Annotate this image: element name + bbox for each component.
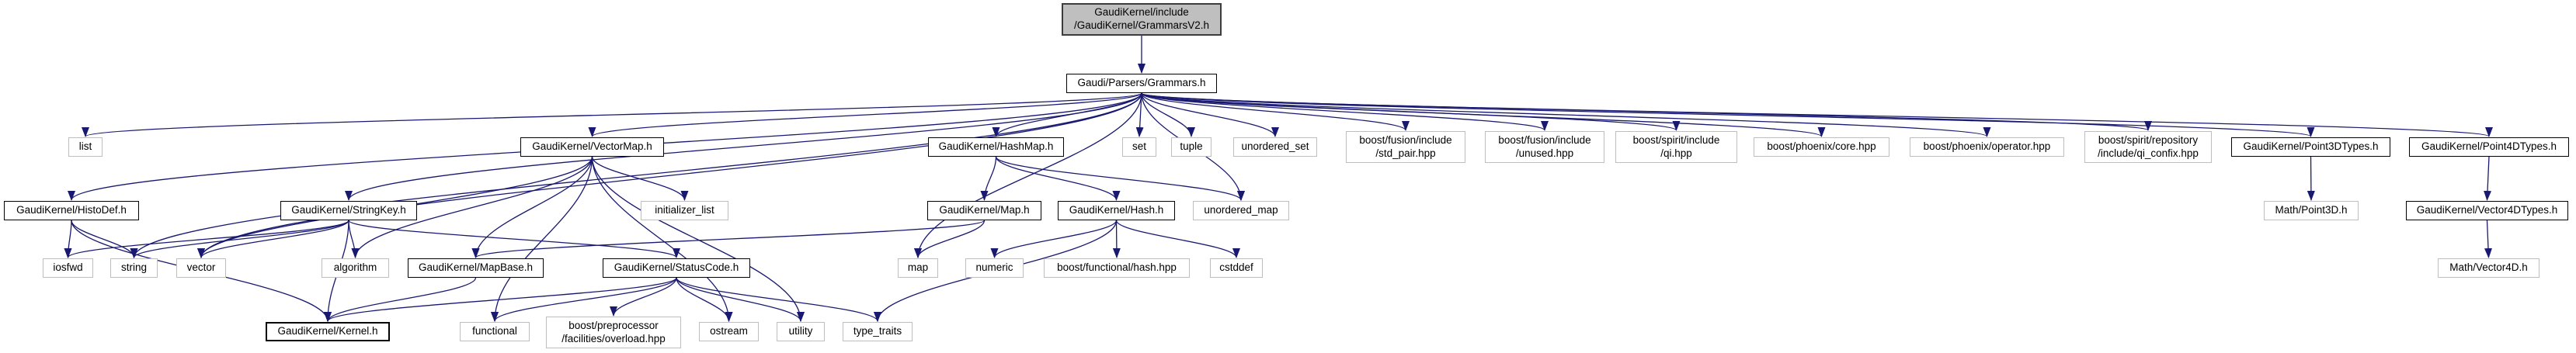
node-list: list — [68, 137, 103, 157]
edge-hashmap-h-to-map-h — [980, 156, 997, 201]
node-vector: vector — [176, 258, 226, 278]
edge-grammars-h-to-unordered-set — [1141, 92, 1279, 137]
edge-grammars-h-to-unused-hpp — [1141, 92, 1549, 131]
node-overload-hpp: boost/preprocessor /facilities/overload.… — [546, 317, 681, 348]
edge-vectormap-h-to-initializer-list — [591, 156, 689, 201]
node-qi-confix-hpp: boost/spirit/repository /include/qi_conf… — [2084, 131, 2212, 163]
edge-hashmap-h-to-unordered-map — [995, 156, 1245, 201]
edge-point3dtypes-h-to-math-point3d-h — [2307, 156, 2315, 201]
edge-stringkey-h-to-iosfwd — [64, 220, 349, 258]
node-math-vector4d-h: Math/Vector4D.h — [2438, 258, 2539, 278]
edge-statuscode-h-to-ostream — [676, 277, 733, 322]
edge-map-h-to-map — [914, 220, 986, 258]
node-map-h[interactable]: GaudiKernel/Map.h — [927, 201, 1041, 220]
node-ostream: ostream — [699, 322, 759, 341]
node-initializer-list: initializer_list — [641, 201, 728, 220]
edge-grammars-h-to-string — [130, 92, 1142, 258]
edge-grammars-h-to-set — [1135, 92, 1144, 137]
edge-statuscode-h-to-utility — [676, 277, 805, 322]
node-point4dtypes-h[interactable]: GaudiKernel/Point4DTypes.h — [2409, 137, 2569, 157]
edge-vectormap-h-to-utility — [591, 156, 805, 322]
edge-grammars-h-to-vector — [197, 92, 1142, 258]
node-vectormap-h[interactable]: GaudiKernel/VectorMap.h — [520, 137, 664, 157]
edge-hash-h-to-functional-hash-hpp — [1112, 220, 1121, 258]
node-tuple: tuple — [1171, 137, 1212, 157]
edge-vector4dtypes-h-to-math-vector4d-h — [2484, 220, 2492, 258]
edge-grammars-h-to-map — [914, 92, 1142, 258]
edge-grammars-h-to-phoenix-core-hpp — [1141, 92, 1826, 137]
node-unused-hpp: boost/fusion/include /unused.hpp — [1485, 131, 1604, 163]
node-numeric: numeric — [965, 258, 1024, 278]
edge-statuscode-h-to-overload-hpp — [610, 277, 677, 317]
node-stringkey-h[interactable]: GaudiKernel/StringKey.h — [280, 201, 417, 220]
edge-hashmap-h-to-hash-h — [995, 156, 1121, 201]
edge-grammars-h-to-phoenix-operator-hpp — [1141, 92, 1990, 137]
node-statuscode-h[interactable]: GaudiKernel/StatusCode.h — [603, 258, 750, 278]
node-functional-hash-hpp: boost/functional/hash.hpp — [1044, 258, 1190, 278]
node-std-pair-hpp: boost/fusion/include /std_pair.hpp — [1346, 131, 1465, 163]
node-functional: functional — [460, 322, 530, 341]
node-set: set — [1122, 137, 1156, 157]
edge-vectormap-h-to-algorithm — [351, 156, 593, 258]
edge-stringkey-h-to-algorithm — [348, 220, 360, 258]
node-math-point3d-h: Math/Point3D.h — [2264, 201, 2359, 220]
node-phoenix-core-hpp: boost/phoenix/core.hpp — [1754, 137, 1889, 157]
edge-hash-h-to-cstddef — [1115, 220, 1240, 258]
edge-grammars-h-to-hashmap-h — [992, 92, 1142, 137]
node-utility: utility — [777, 322, 825, 341]
edge-map-h-to-mapbase-h — [471, 220, 986, 258]
node-map: map — [898, 258, 938, 278]
node-histodef-h[interactable]: GaudiKernel/HistoDef.h — [4, 201, 139, 220]
node-hashmap-h[interactable]: GaudiKernel/HashMap.h — [928, 137, 1064, 157]
edge-histodef-h-to-iosfwd — [64, 220, 72, 258]
node-grammarsv2-h: GaudiKernel/include /GaudiKernel/Grammar… — [1062, 3, 1222, 36]
edge-point4dtypes-h-to-vector4dtypes-h — [2484, 156, 2492, 201]
edge-statuscode-h-to-kernel-h — [324, 277, 677, 322]
node-kernel-h[interactable]: GaudiKernel/Kernel.h — [266, 322, 390, 341]
node-hash-h[interactable]: GaudiKernel/Hash.h — [1058, 201, 1175, 220]
edge-statuscode-h-to-type-traits — [676, 277, 881, 322]
node-vector4dtypes-h[interactable]: GaudiKernel/Vector4DTypes.h — [2406, 201, 2568, 220]
edge-vectormap-h-to-ostream — [591, 156, 733, 322]
node-grammars-h[interactable]: Gaudi/Parsers/Grammars.h — [1066, 74, 1217, 93]
edge-vectormap-h-to-functional — [491, 156, 593, 322]
edge-grammars-h-to-list — [82, 92, 1142, 137]
edge-grammars-h-to-std-pair-hpp — [1141, 92, 1410, 131]
edge-stringkey-h-to-string — [130, 220, 349, 258]
node-string: string — [110, 258, 158, 278]
node-unordered-set: unordered_set — [1233, 137, 1317, 157]
edge-vectormap-h-to-mapbase-h — [471, 156, 593, 258]
edge-grammars-h-to-point4dtypes-h — [1141, 92, 2493, 137]
edge-mapbase-h-to-kernel-h — [324, 277, 477, 322]
edge-grammars-h-to-point3dtypes-h — [1141, 92, 2314, 137]
node-point3dtypes-h[interactable]: GaudiKernel/Point3DTypes.h — [2231, 137, 2390, 157]
edge-stringkey-h-to-statuscode-h — [348, 220, 680, 258]
node-qi-hpp: boost/spirit/include /qi.hpp — [1615, 131, 1737, 163]
edge-grammars-h-to-vectormap-h — [588, 92, 1142, 137]
node-phoenix-operator-hpp: boost/phoenix/operator.hpp — [1910, 137, 2064, 157]
node-algorithm: algorithm — [322, 258, 389, 278]
edge-hash-h-to-numeric — [990, 220, 1118, 258]
node-type-traits: type_traits — [843, 322, 913, 341]
node-cstddef: cstddef — [1210, 258, 1263, 278]
edge-statuscode-h-to-functional — [491, 277, 677, 322]
node-unordered-map: unordered_map — [1193, 201, 1289, 220]
node-mapbase-h[interactable]: GaudiKernel/MapBase.h — [408, 258, 544, 278]
node-iosfwd: iosfwd — [43, 258, 93, 278]
edge-stringkey-h-to-vector — [197, 220, 349, 258]
edge-grammars-h-to-tuple — [1141, 92, 1195, 137]
